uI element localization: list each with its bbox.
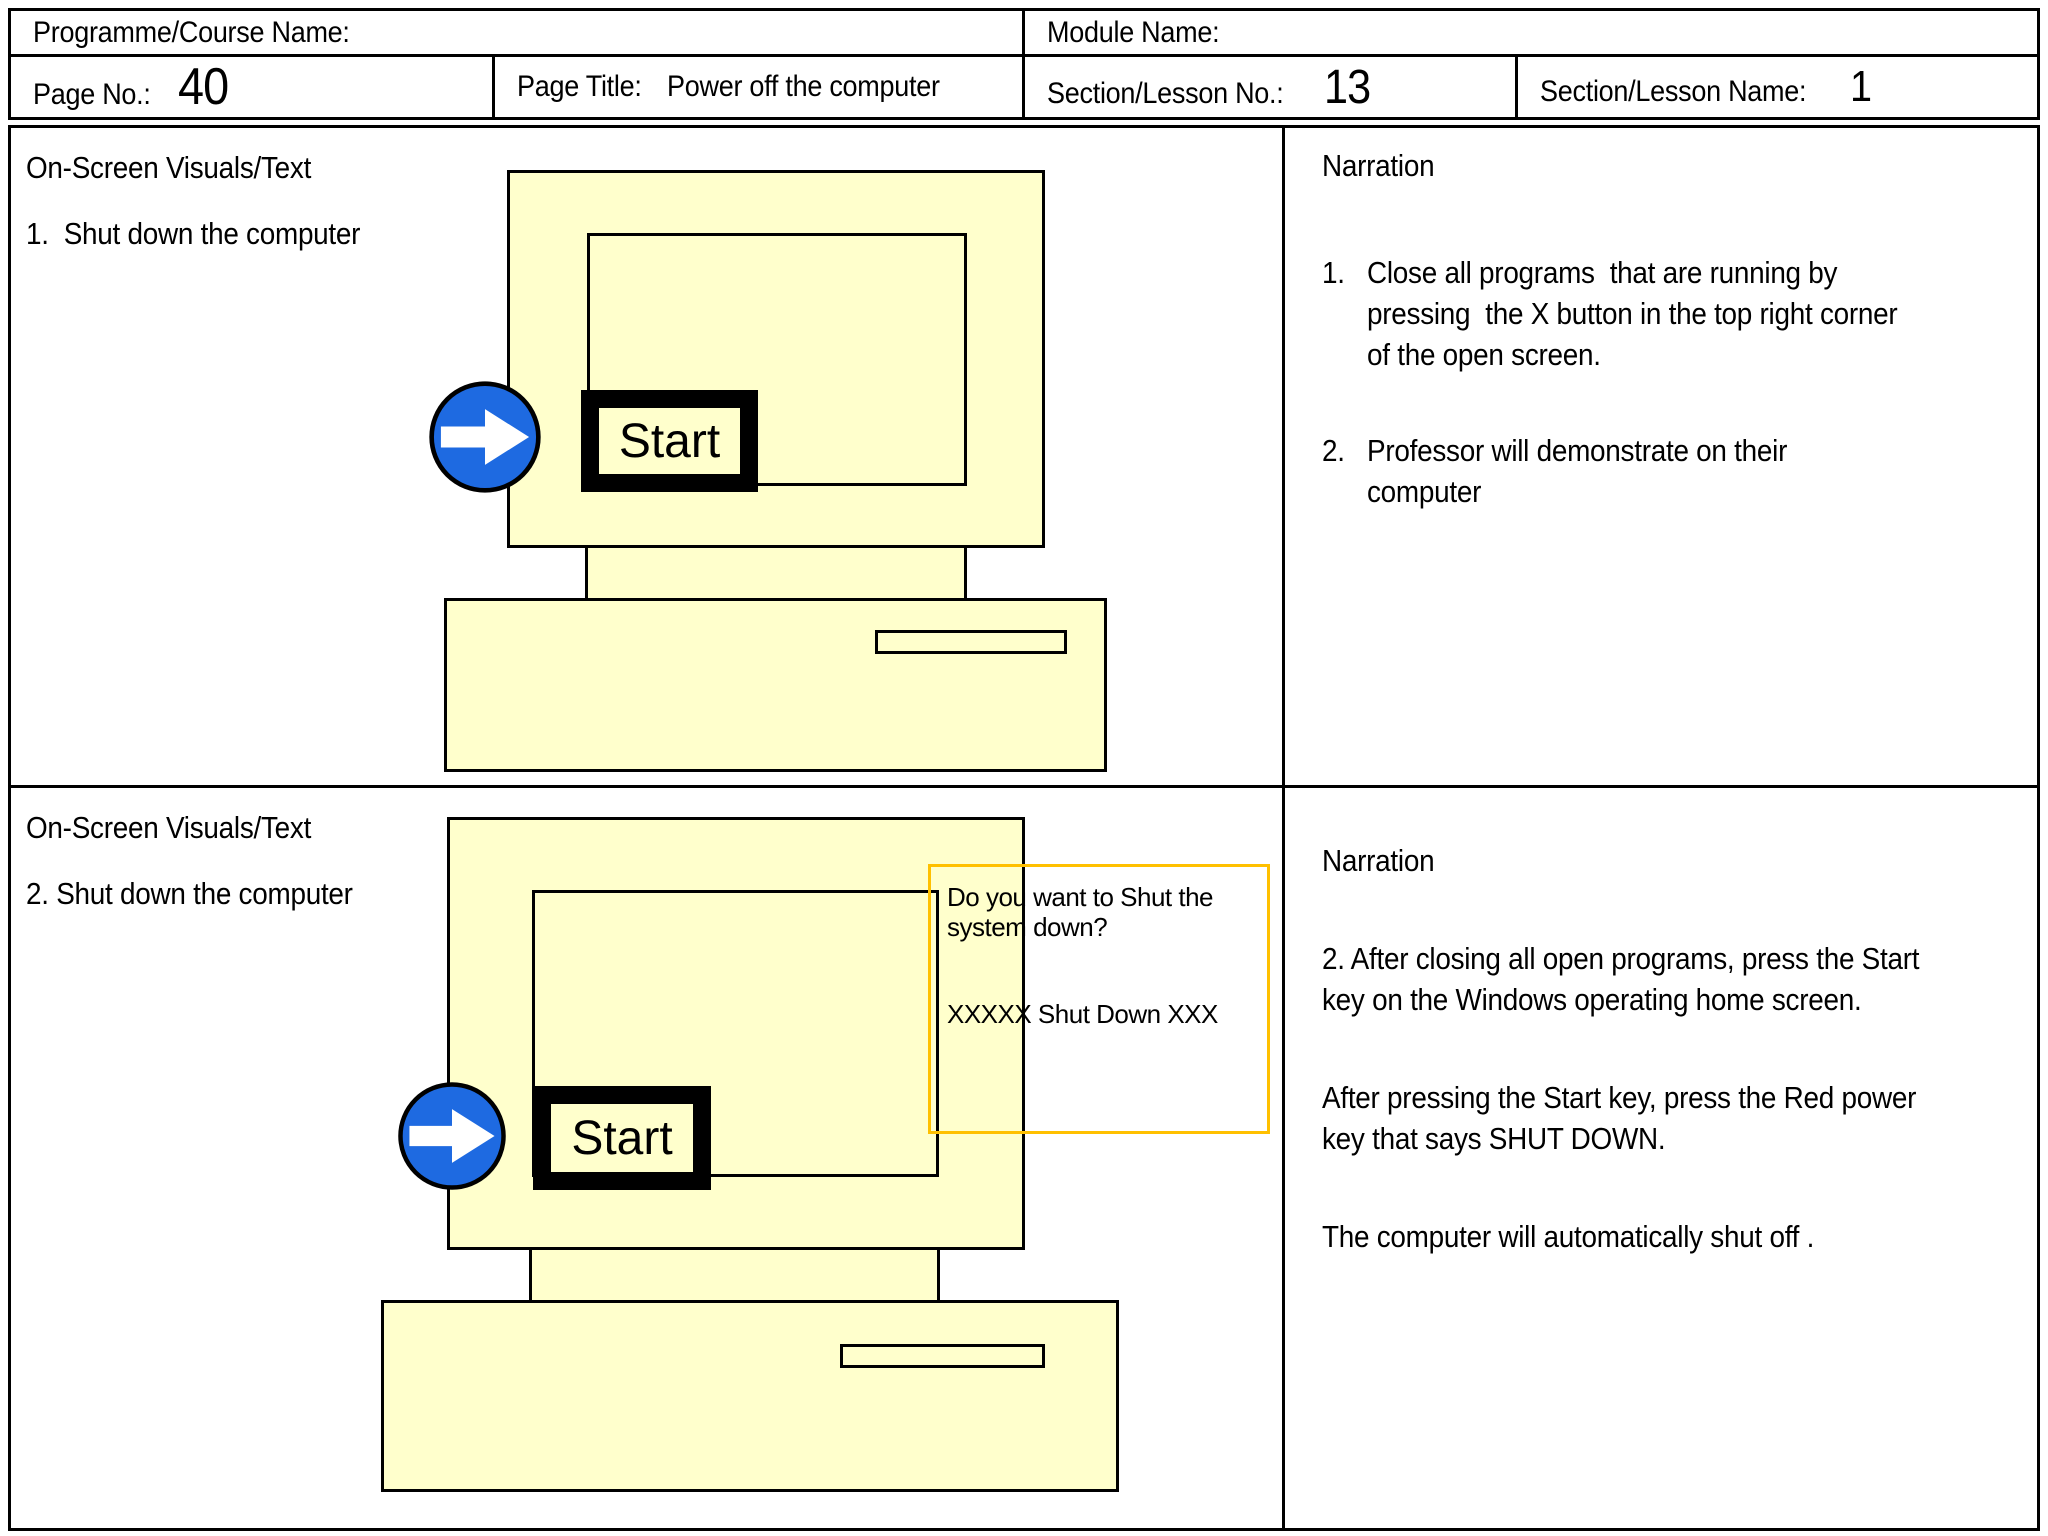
section-no-cell: Section/Lesson No.: 13: [1022, 54, 1518, 120]
right-arrow-circle-icon: [429, 381, 541, 493]
narration-paragraph: 2. After closing all open programs, pres…: [1322, 941, 1920, 1017]
visuals-caption-1: 1. Shut down the computer: [26, 216, 361, 251]
disk-slot-2: [840, 1344, 1045, 1368]
page-no-label: Page No.:: [33, 78, 151, 111]
section-name-value: 1: [1849, 62, 1872, 111]
monitor-screen-2: [532, 890, 939, 1177]
computer-base-1: [444, 598, 1107, 772]
column-divider: [1282, 125, 1285, 1531]
right-arrow-circle-icon: [398, 1082, 506, 1190]
visuals-caption-2: 2. Shut down the computer: [26, 876, 353, 911]
start-button-label-1: Start: [618, 414, 721, 468]
section-no-label: Section/Lesson No.:: [1047, 76, 1284, 110]
start-button-label-2: Start: [571, 1111, 673, 1165]
disk-slot-1: [875, 630, 1067, 654]
programme-name-label: Programme/Course Name:: [33, 15, 350, 49]
computer-base-2: [381, 1300, 1119, 1492]
page-title-cell: Page Title: Power off the computer: [492, 54, 1025, 120]
shutdown-dialog-answer: XXXXX Shut Down XXX: [947, 999, 1218, 1029]
narration-paragraphs-2: 2. After closing all open programs, pres…: [1322, 902, 1970, 1314]
monitor-stand-1: [585, 548, 967, 601]
narration-item-text: Professor will demonstrate on their comp…: [1367, 433, 1788, 509]
start-button-1[interactable]: Start: [581, 390, 758, 492]
section-name-cell: Section/Lesson Name: 1: [1515, 54, 2040, 120]
narration-item-number: 1.: [1322, 255, 1345, 290]
section-no-value: 13: [1323, 60, 1371, 114]
narration-heading-1: Narration: [1322, 148, 1435, 183]
module-name-label: Module Name:: [1047, 15, 1220, 49]
narration-item: 2. Professor will demonstrate on their c…: [1322, 430, 1970, 512]
visuals-heading-1: On-Screen Visuals/Text: [26, 150, 312, 185]
monitor-stand-2: [529, 1250, 940, 1303]
page-no-value: 40: [177, 58, 229, 116]
row-divider: [8, 785, 2040, 788]
shutdown-dialog-question: Do you want to Shut the system down?: [947, 882, 1214, 942]
narration-item-number: 2.: [1322, 433, 1345, 468]
page-title-label: Page Title:: [517, 70, 642, 103]
monitor-screen-1: [587, 233, 967, 486]
page-no-cell: Page No.: 40: [8, 54, 495, 120]
content-frame: [8, 125, 2040, 1531]
narration-item: 1. Close all programs that are running b…: [1322, 252, 1970, 375]
page-title-value: Power off the computer: [667, 70, 941, 103]
narration-item-text: Close all programs that are running by p…: [1367, 255, 1898, 372]
section-name-label: Section/Lesson Name:: [1540, 75, 1807, 108]
module-name-cell: Module Name:: [1022, 8, 2040, 57]
start-button-2[interactable]: Start: [533, 1086, 711, 1190]
narration-paragraph: After pressing the Start key, press the …: [1322, 1080, 1917, 1156]
shutdown-dialog: Do you want to Shut the system down? XXX…: [928, 864, 1270, 1134]
narration-paragraph: The computer will automatically shut off…: [1322, 1219, 1815, 1254]
visuals-heading-2: On-Screen Visuals/Text: [26, 810, 312, 845]
narration-heading-2: Narration: [1322, 843, 1435, 878]
narration-list-1: 1. Close all programs that are running b…: [1322, 216, 1970, 567]
programme-name-cell: Programme/Course Name:: [8, 8, 1025, 57]
